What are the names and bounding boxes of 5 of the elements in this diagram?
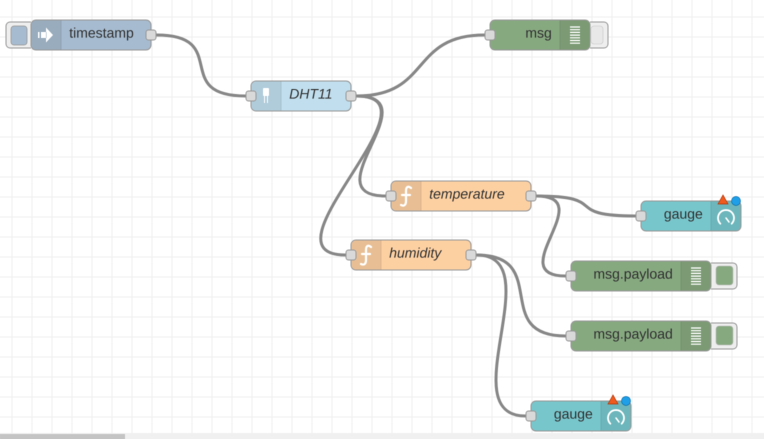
wire bbox=[320, 94, 382, 256]
wire bbox=[156, 34, 246, 98]
wire bbox=[356, 94, 386, 198]
wire bbox=[536, 194, 566, 278]
wire bbox=[476, 254, 526, 418]
